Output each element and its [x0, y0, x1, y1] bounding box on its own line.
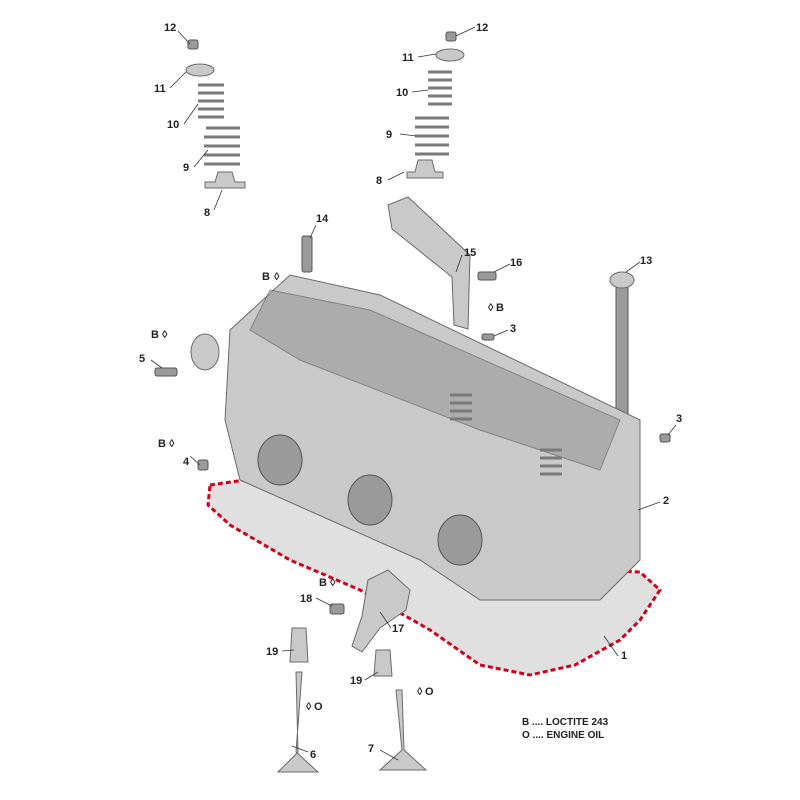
application-markers: B ◊ ◊ B B ◊ B ◊ B ◊ ◊ O ◊ O — [151, 271, 504, 713]
plug-3a — [481, 333, 495, 341]
valve-6 — [276, 671, 320, 773]
callout-18: 18 — [300, 593, 312, 605]
plug-3b — [659, 433, 671, 443]
callout-9-right: 9 — [386, 129, 392, 141]
drop-icon: ◊ — [162, 329, 168, 341]
valve-spring-set-right — [406, 31, 465, 179]
plug-4 — [197, 459, 209, 471]
valve-guide-19a — [289, 627, 309, 663]
leader-lines — [150, 26, 677, 761]
drop-icon: ◊ — [274, 271, 280, 283]
drop-icon: ◊ — [306, 701, 312, 713]
callout-4: 4 — [183, 456, 190, 468]
drop-icon: ◊ — [169, 438, 175, 450]
drop-icon: ◊ — [417, 686, 423, 698]
valve-7 — [378, 689, 428, 771]
callout-labels: 12 11 10 9 8 12 11 10 9 8 14 15 16 3 13 … — [139, 22, 682, 761]
valve-spring-set-left — [185, 39, 246, 189]
callout-14: 14 — [316, 213, 329, 225]
callout-12-left: 12 — [164, 22, 176, 34]
callout-15: 15 — [464, 247, 476, 259]
screw-5 — [154, 367, 178, 377]
callout-7: 7 — [368, 743, 374, 755]
callout-19-right: 19 — [350, 675, 362, 687]
callout-11-left: 11 — [154, 83, 166, 95]
callout-10-right: 10 — [396, 87, 408, 99]
bracket-15 — [387, 196, 471, 330]
bracket-17 — [351, 569, 411, 653]
bolt-13 — [615, 277, 629, 427]
callout-8-left: 8 — [204, 207, 210, 219]
callout-9-left: 9 — [183, 162, 189, 174]
callout-11-right: 11 — [402, 52, 414, 64]
callout-10-left: 10 — [167, 119, 179, 131]
callout-16: 16 — [510, 257, 522, 269]
callout-12-right: 12 — [476, 22, 488, 34]
callout-3-top: 3 — [510, 323, 516, 335]
oil-marker: O — [425, 686, 434, 698]
screw-18 — [329, 603, 345, 615]
loctite-marker: B — [151, 329, 159, 341]
callout-5: 5 — [139, 353, 145, 365]
loctite-marker: B — [319, 577, 327, 589]
legend-loctite: B .... LOCTITE 243 — [522, 717, 609, 728]
callout-8-right: 8 — [376, 175, 382, 187]
legend-engine-oil: O .... ENGINE OIL — [522, 730, 605, 741]
callout-13: 13 — [640, 255, 652, 267]
loctite-marker: B — [262, 271, 270, 283]
valve-guide-19b — [373, 649, 393, 677]
drop-icon: ◊ — [330, 577, 336, 589]
oil-marker: O — [314, 701, 323, 713]
loctite-marker: B — [158, 438, 166, 450]
callout-6: 6 — [310, 749, 316, 761]
cylinder-head-2 — [190, 274, 641, 601]
callout-3-right: 3 — [676, 413, 682, 425]
callout-2: 2 — [663, 495, 669, 507]
drop-icon: ◊ — [488, 302, 494, 314]
callout-17: 17 — [392, 623, 404, 635]
legend: B .... LOCTITE 243 O .... ENGINE OIL — [522, 716, 608, 742]
screw-16 — [477, 271, 497, 281]
callout-19-left: 19 — [266, 646, 278, 658]
callout-1: 1 — [621, 650, 627, 662]
bolt-14 — [301, 235, 313, 273]
loctite-marker: B — [496, 302, 504, 314]
